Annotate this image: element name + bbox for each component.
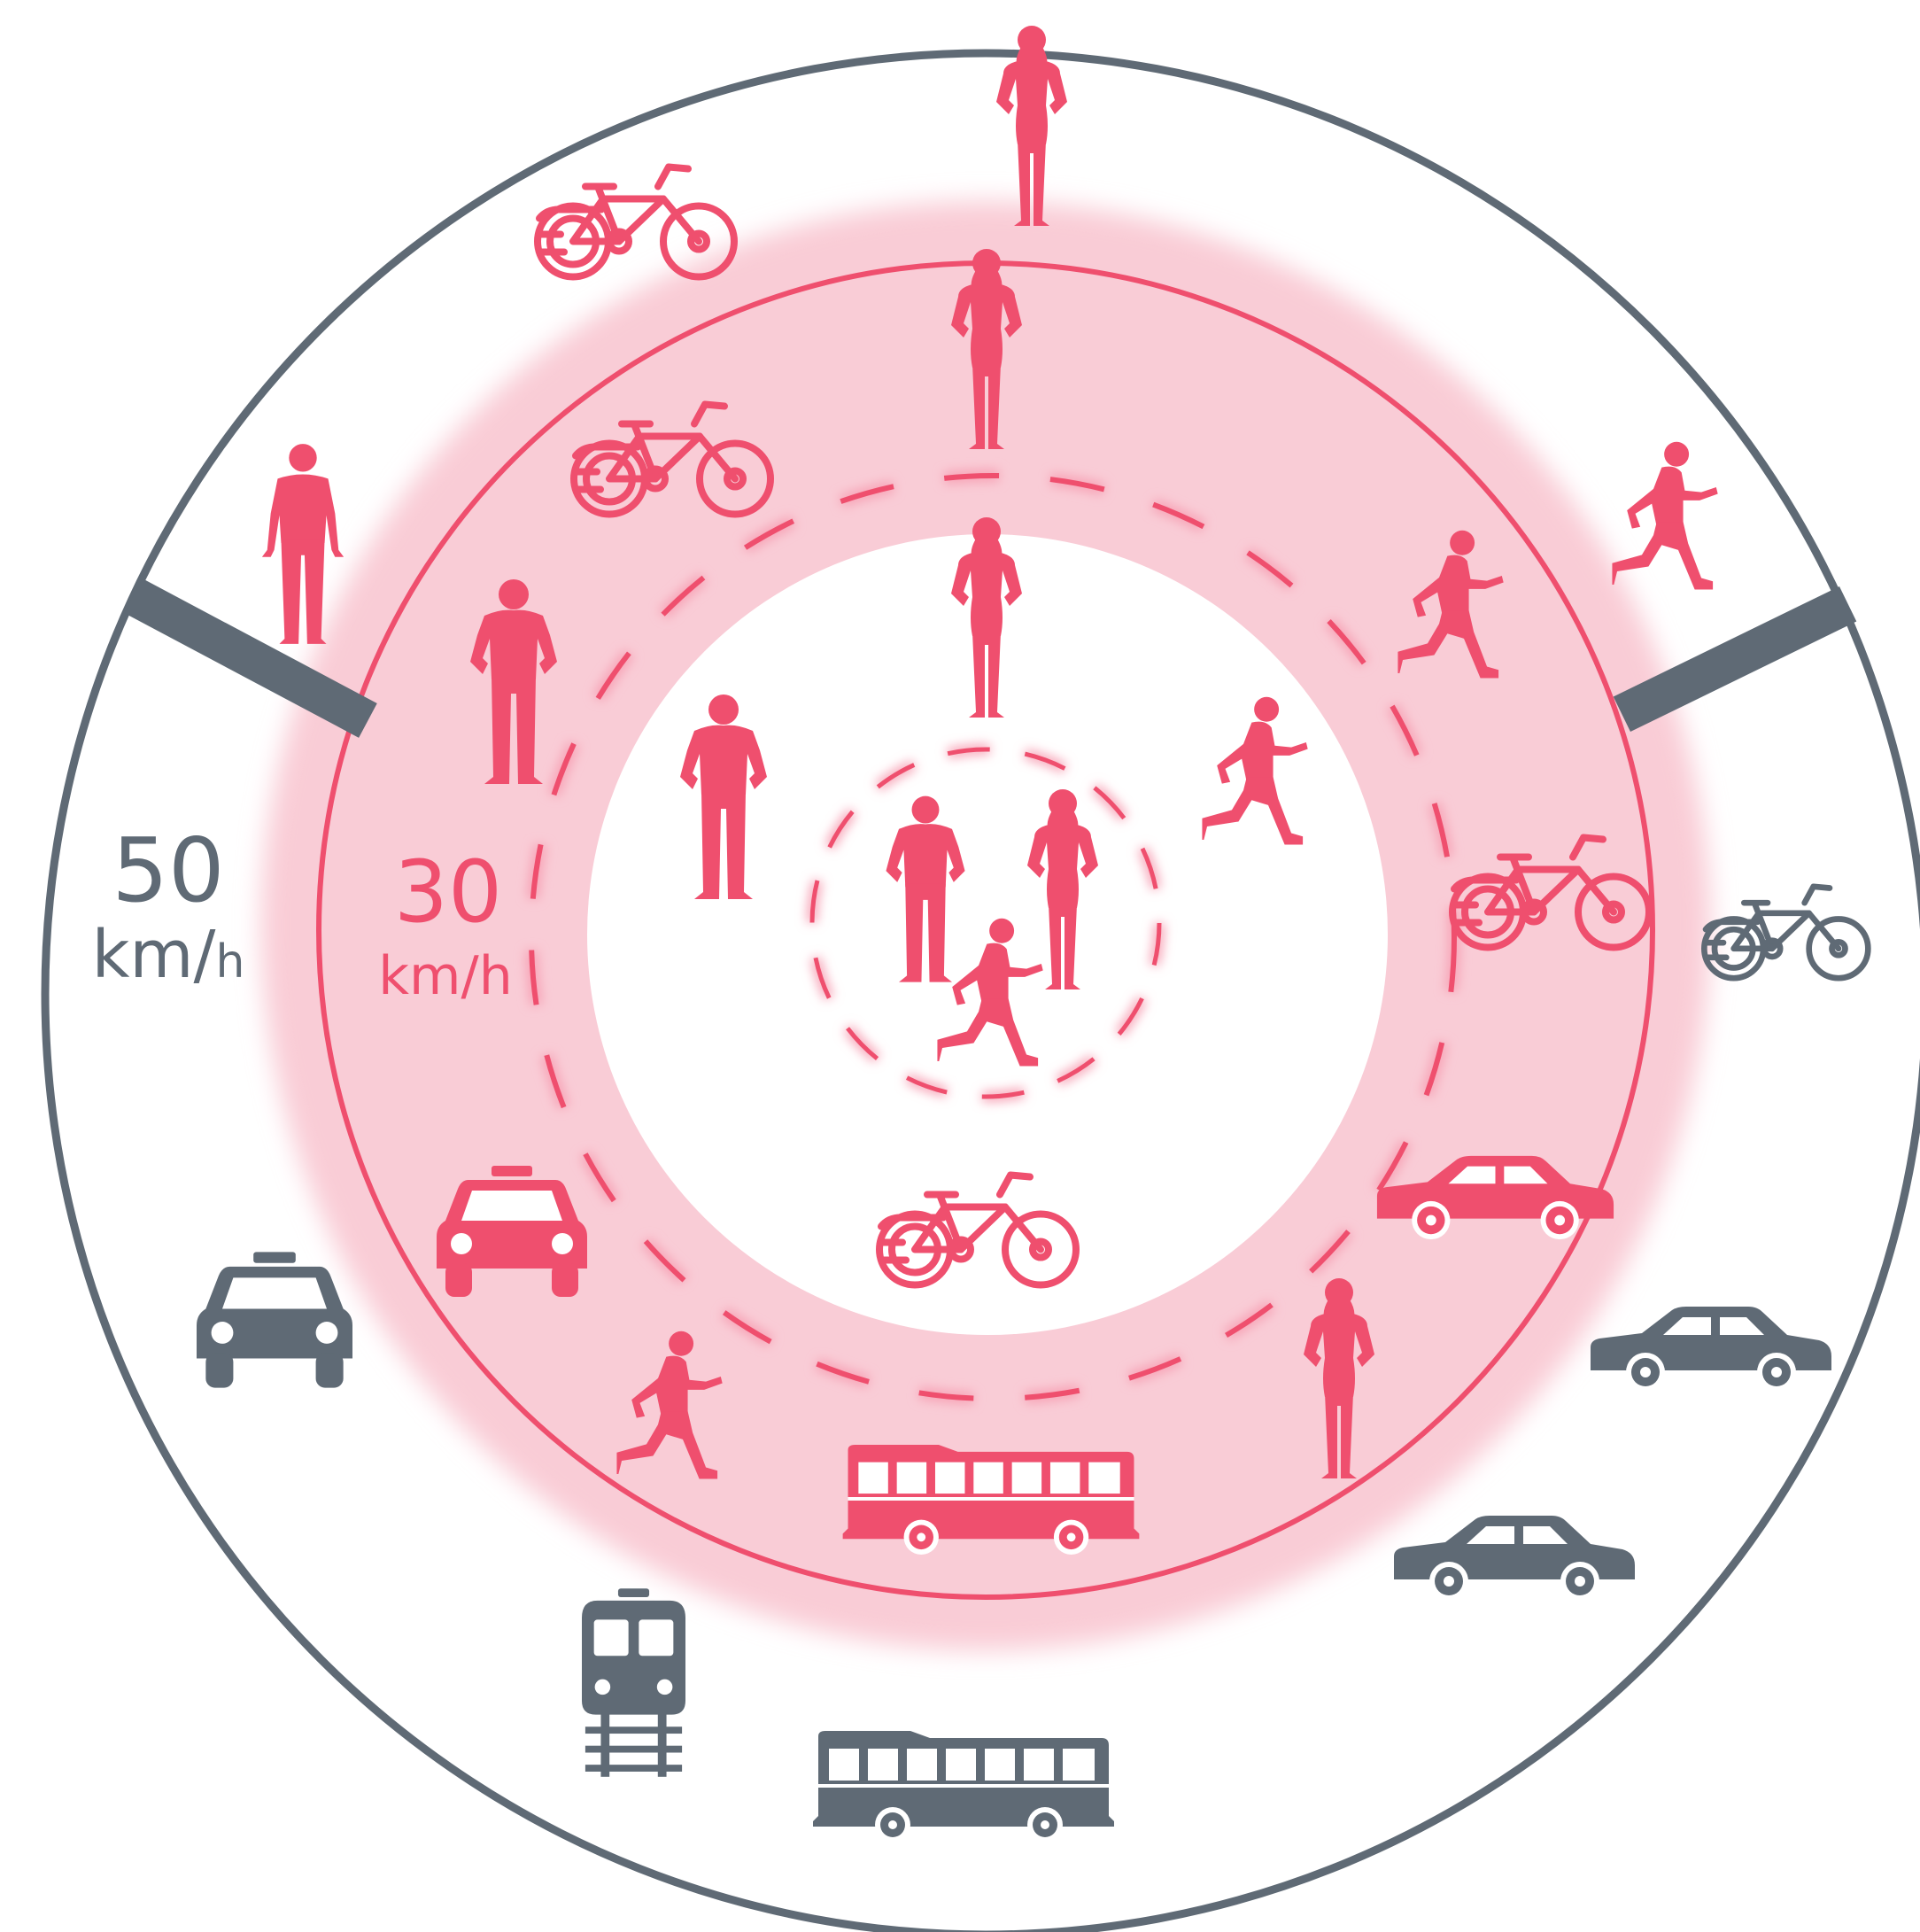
taxi-icon xyxy=(197,1252,352,1388)
speed-30-number: 30 xyxy=(394,842,502,942)
bicycle-icon xyxy=(1704,887,1868,978)
left-divider-bar xyxy=(124,578,377,738)
center-dashed-ring xyxy=(809,747,1162,1099)
right-divider-bar xyxy=(1613,586,1857,733)
outer-boundary-ring xyxy=(41,49,1920,1932)
speed-50-unit-km: km/ xyxy=(92,917,216,993)
speed-label-50: 50 km/h xyxy=(92,819,245,993)
runner-icon xyxy=(1612,441,1718,590)
car-icon xyxy=(1394,1516,1635,1601)
train-icon xyxy=(582,1588,685,1777)
speed-50-unit-h: h xyxy=(215,935,244,989)
inner-dashed-ring xyxy=(529,473,1457,1401)
inner-white-core xyxy=(587,534,1388,1335)
speed-label-30: 30 km/h xyxy=(378,842,512,1007)
speed-50-number: 50 xyxy=(112,819,224,922)
speed-30-unit: km/h xyxy=(378,945,512,1007)
bus-icon xyxy=(842,1444,1140,1555)
speed-50-unit: km/h xyxy=(92,917,245,993)
car-icon xyxy=(1591,1307,1831,1392)
bus-icon xyxy=(813,1731,1114,1843)
pedestrian-icon xyxy=(261,444,345,644)
